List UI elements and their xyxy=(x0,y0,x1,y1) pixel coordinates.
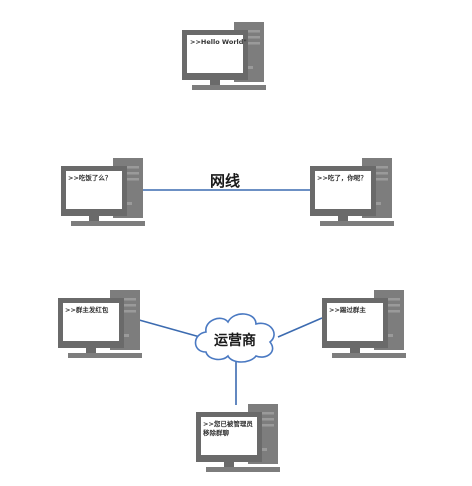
computer-pair-right: >>吃了，你呢？ xyxy=(310,158,394,226)
screen-text-line2: 移除群聊 xyxy=(203,428,230,437)
screen-text: >>群主发红包 xyxy=(65,305,109,314)
screen-text: >>踢过群主 xyxy=(329,305,366,314)
computer-single: >>Hello World" xyxy=(182,22,266,90)
computer-pair-left: >>吃饭了么？ xyxy=(61,158,145,226)
screen-text: >>吃了，你呢？ xyxy=(317,173,367,182)
computer-icon xyxy=(61,158,145,226)
isp-cloud-icon xyxy=(194,313,275,363)
screen-text: >>Hello World" xyxy=(190,38,247,46)
computer-icon xyxy=(182,22,266,90)
screen-text: >>吃饭了么？ xyxy=(68,173,111,182)
link-left xyxy=(131,317,201,338)
computer-network-right: >>踢过群主 xyxy=(322,290,406,358)
computer-icon xyxy=(196,404,280,472)
scene-pair: 网线 >>吃饭了么？ >>吃了，你呢？ xyxy=(61,158,394,226)
computer-icon xyxy=(310,158,394,226)
computer-network-bottom: >>您已被管理员 移除群聊 xyxy=(196,404,280,472)
cloud-label: 运营商 xyxy=(214,332,256,349)
link-right xyxy=(277,317,323,338)
scene-network: 运营商 >>群主发红包 >>踢过群主 >>您已被管理员 移除群聊 xyxy=(58,290,406,472)
computer-network-left: >>群主发红包 xyxy=(58,290,142,358)
computer-icon xyxy=(58,290,142,358)
computer-icon xyxy=(322,290,406,358)
screen-text-line1: >>您已被管理员 xyxy=(203,419,253,428)
scene-single: >>Hello World" xyxy=(182,22,266,90)
link-label: 网线 xyxy=(210,172,240,190)
